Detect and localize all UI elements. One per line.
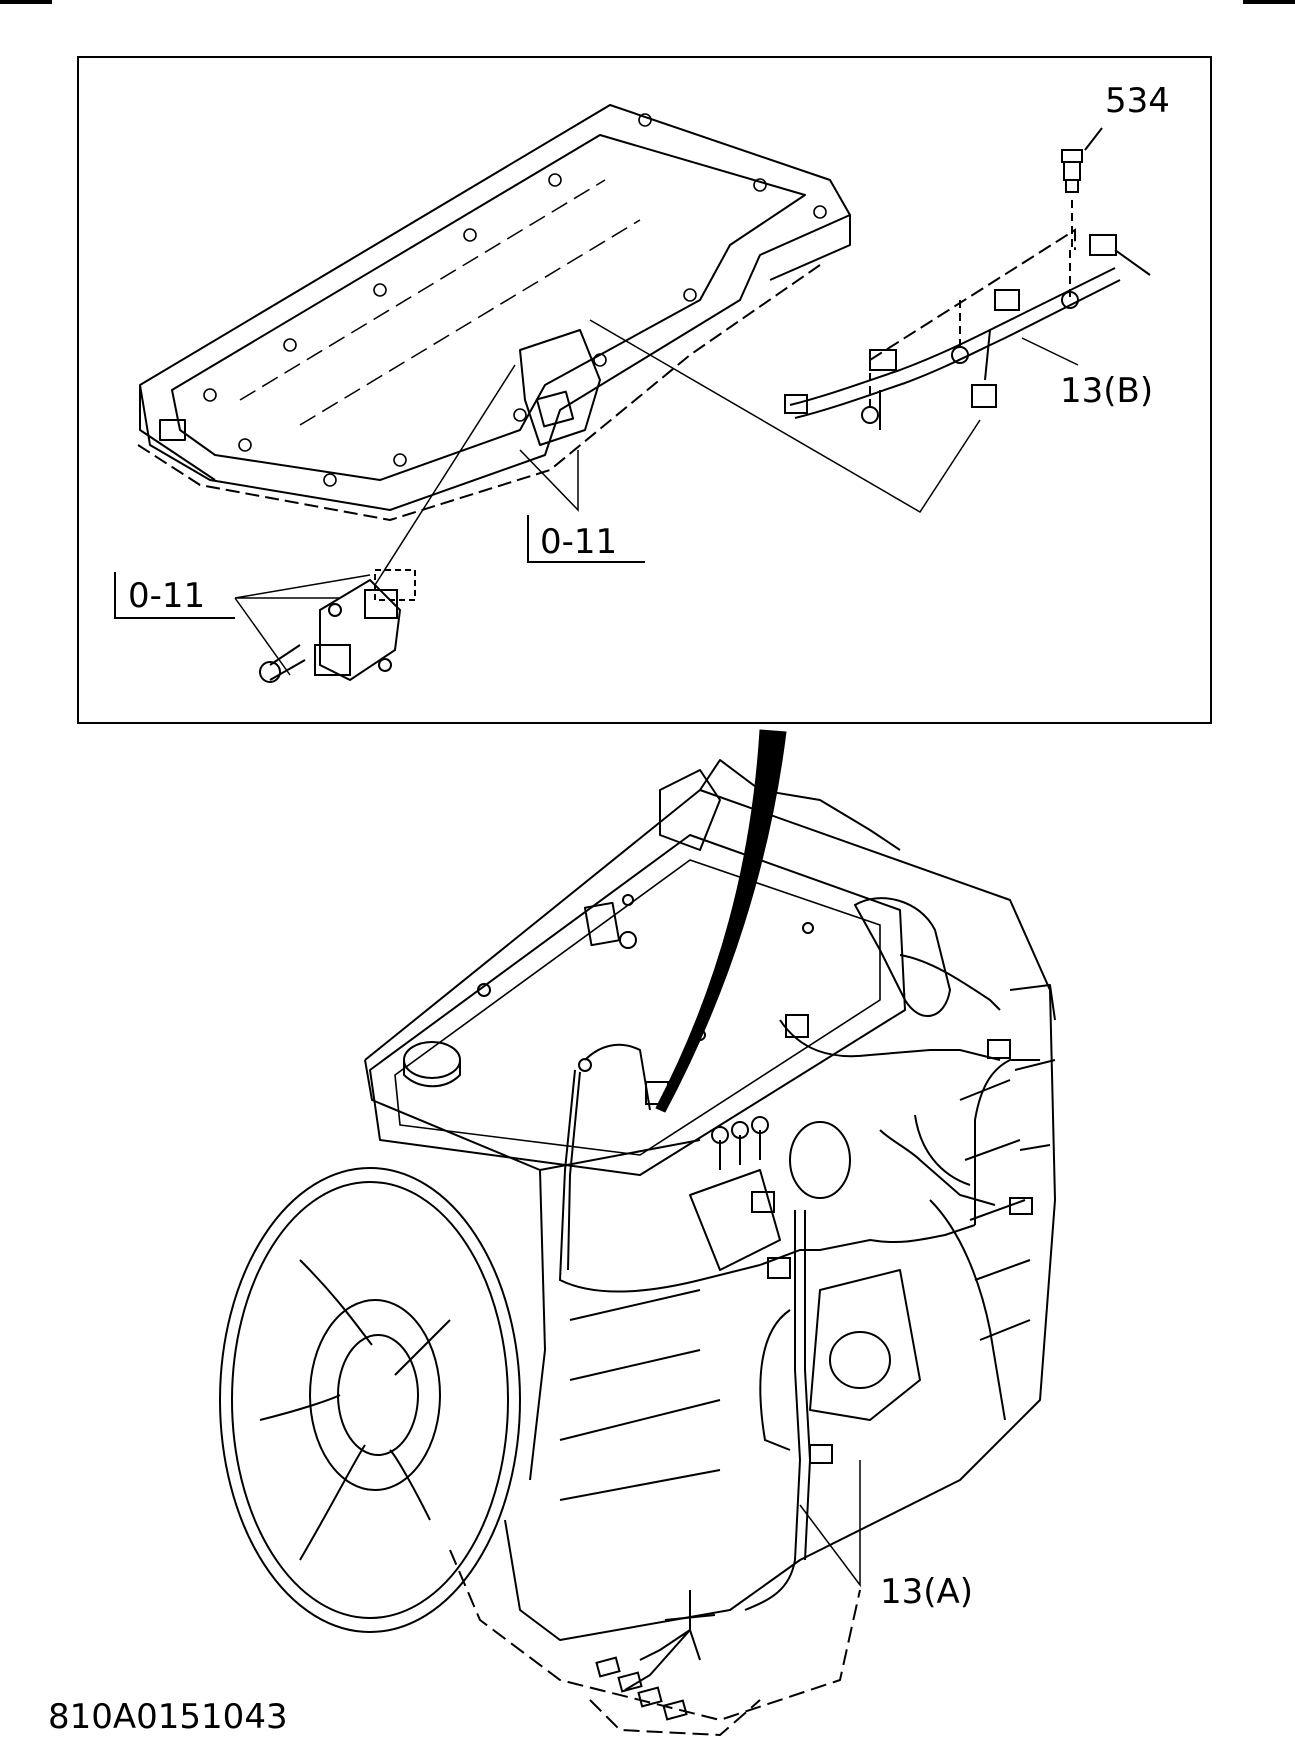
ref-box-right: 0-11 xyxy=(527,515,645,563)
label-13b: 13(B) xyxy=(1060,371,1153,411)
detail-inset-frame xyxy=(77,56,1212,724)
callout-band xyxy=(655,729,787,1113)
label-13a: 13(A) xyxy=(880,1572,973,1612)
crop-mark-left xyxy=(0,0,52,4)
fan-hub xyxy=(309,1299,441,1491)
bolt-534 xyxy=(1061,127,1103,250)
drawing-number: 810A0151043 xyxy=(48,1697,288,1737)
crop-mark-right xyxy=(1243,0,1295,4)
fan-outer xyxy=(219,1167,521,1633)
leader-13a xyxy=(799,1460,861,1588)
injector-harness-lower xyxy=(558,1014,1040,1721)
label-0-11-right: 0-11 xyxy=(540,522,617,562)
ref-box-left: 0-11 xyxy=(114,572,235,619)
rocker-cover-gasket xyxy=(137,104,851,521)
injector-harness-upper xyxy=(784,228,1151,430)
sensor-bracket xyxy=(259,569,416,683)
leader-lines-inset xyxy=(234,319,1079,676)
label-0-11-left: 0-11 xyxy=(128,576,205,616)
label-534: 534 xyxy=(1105,81,1170,121)
